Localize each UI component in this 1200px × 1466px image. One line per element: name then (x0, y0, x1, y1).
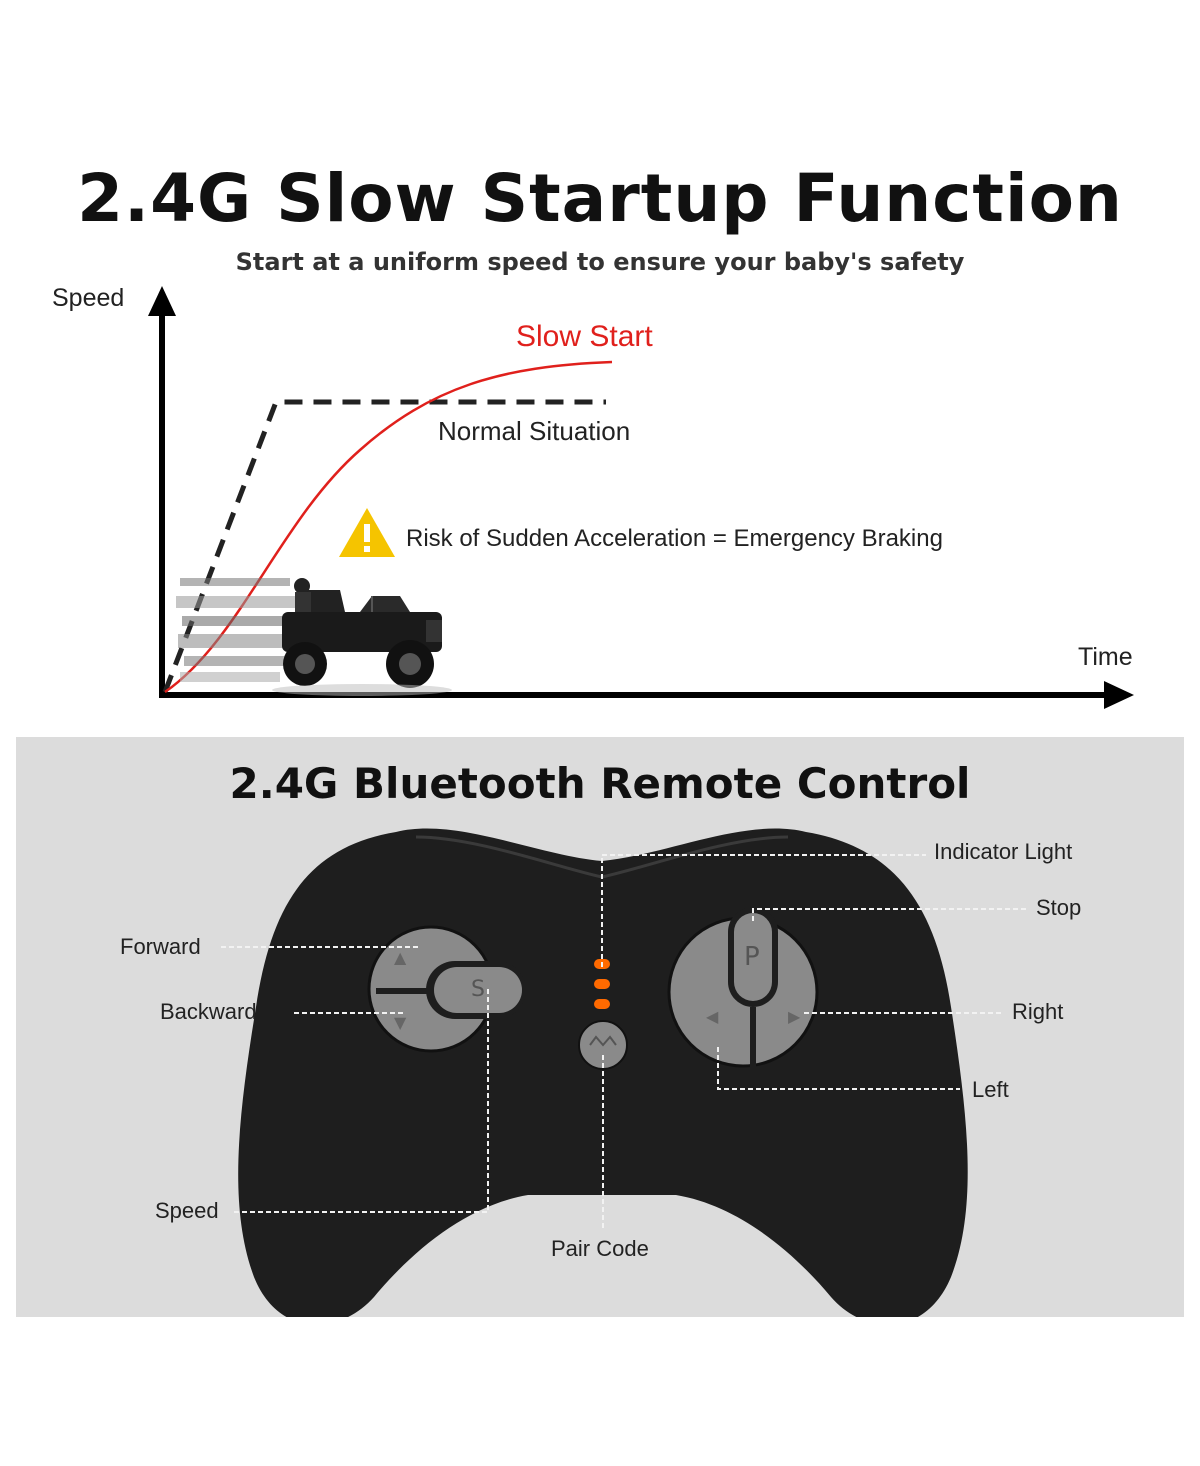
speed-time-graph (148, 286, 1134, 709)
slow-start-curve (164, 360, 613, 694)
indicator-light-2 (594, 979, 610, 989)
toy-jeep-image (272, 578, 452, 696)
label-backward: Backward (160, 999, 257, 1024)
label-pair-code: Pair Code (551, 1236, 649, 1261)
left-button-icon[interactable]: ◀ (706, 1007, 719, 1026)
x-axis-label: Time (1078, 643, 1133, 671)
remote-control-diagram (221, 828, 1026, 1317)
slow-start-label: Slow Start (516, 320, 653, 353)
page-subtitle: Start at a uniform speed to ensure your … (235, 248, 965, 276)
stop-button-glyph[interactable]: P (744, 942, 760, 972)
label-left: Left (972, 1077, 1009, 1102)
label-indicator-light: Indicator Light (934, 839, 1073, 864)
leader-stop (752, 908, 1026, 921)
stop-button (734, 913, 772, 1001)
y-axis-arrow (148, 286, 176, 316)
forward-button-icon[interactable]: ▲ (394, 948, 407, 967)
remote-title: 2.4G Bluetooth Remote Control (229, 759, 971, 808)
remote-control-panel: 2.4G Bluetooth Remote Control (16, 737, 1184, 1317)
leader-indicator-light (601, 854, 926, 967)
right-button-icon[interactable]: ▶ (788, 1007, 801, 1026)
motion-blur (176, 578, 306, 682)
normal-situation-line (162, 399, 606, 693)
backward-button-icon[interactable]: ▼ (394, 1013, 407, 1032)
leader-left (717, 1047, 960, 1090)
y-axis-label: Speed (52, 284, 125, 312)
x-axis-arrow (1104, 681, 1134, 709)
normal-situation-label: Normal Situation (438, 416, 631, 446)
label-forward: Forward (120, 934, 201, 959)
page-title: 2.4G Slow Startup Function (77, 160, 1123, 237)
label-stop: Stop (1036, 895, 1082, 920)
warning-icon (339, 508, 395, 557)
speed-button (434, 967, 522, 1013)
warning-text: Risk of Sudden Acceleration = Emergency … (406, 525, 943, 552)
speed-button-glyph[interactable]: S (471, 977, 485, 1002)
indicator-light-3 (594, 999, 610, 1009)
leader-speed (234, 989, 489, 1213)
label-speed: Speed (155, 1198, 219, 1223)
label-right: Right (1012, 999, 1064, 1024)
